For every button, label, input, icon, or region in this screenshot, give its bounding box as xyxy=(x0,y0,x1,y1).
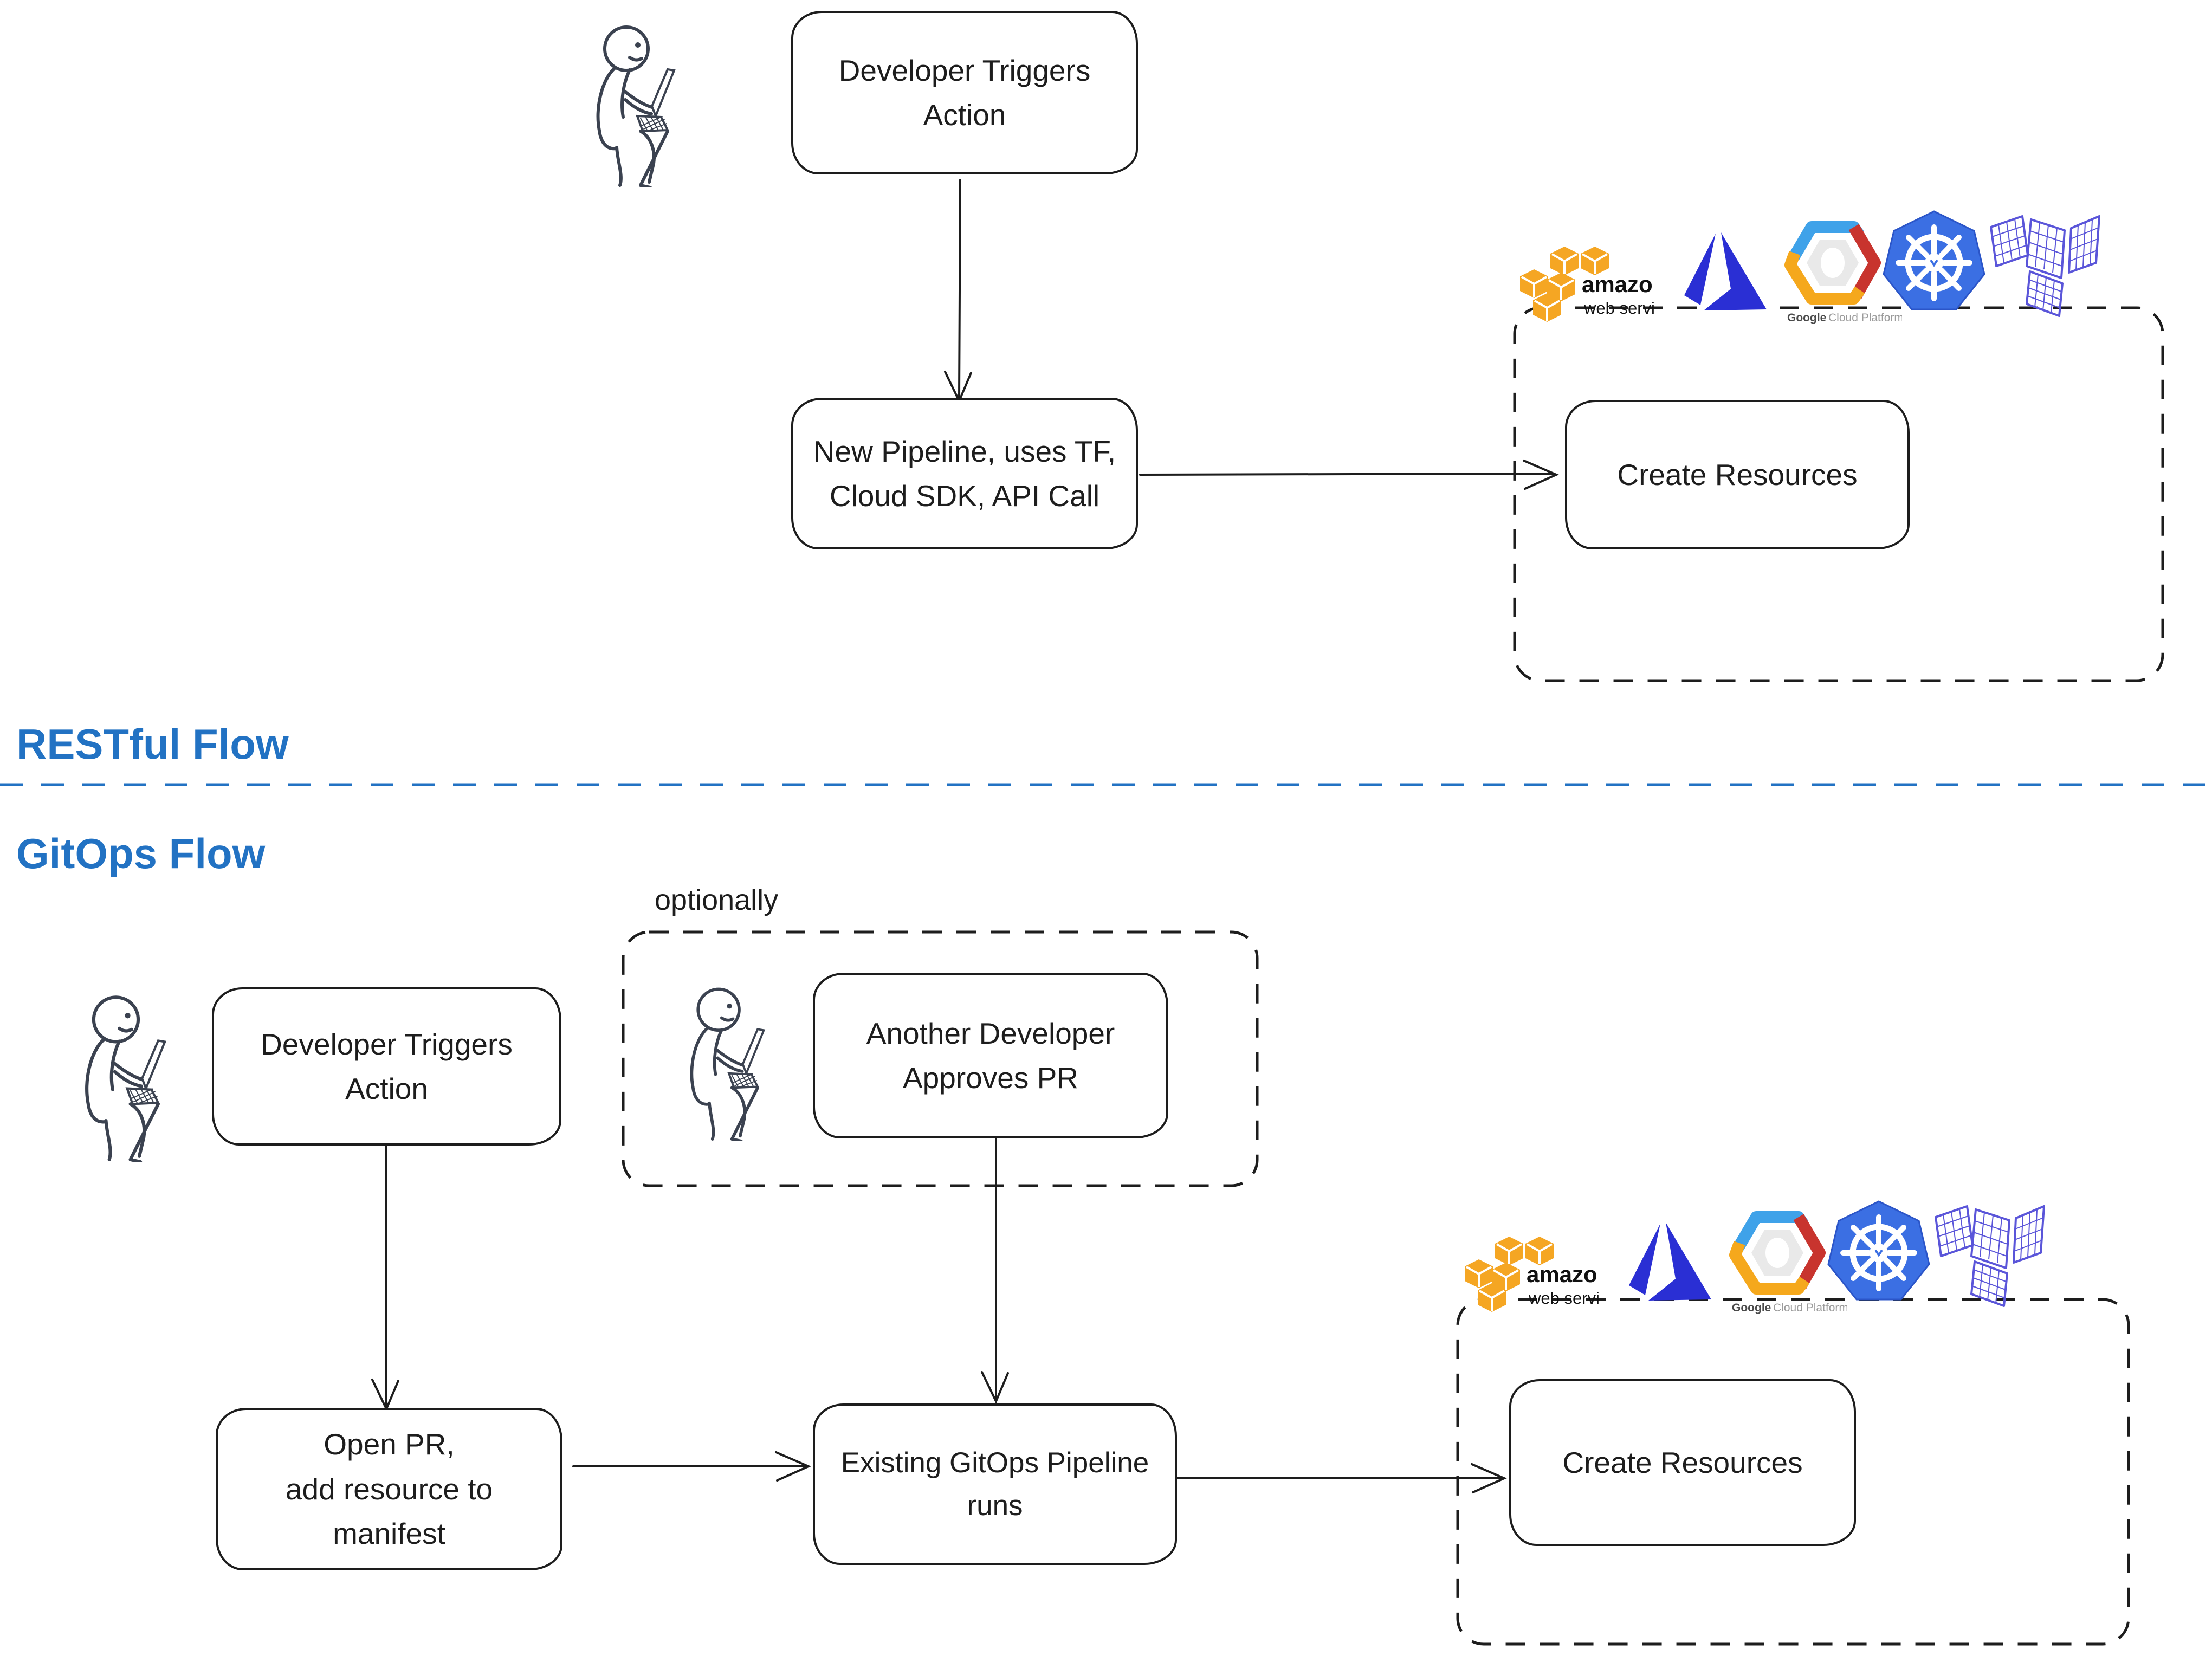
aws-cubes xyxy=(1520,247,1609,322)
gitops-cloud-logos: amazon web services Google Cloud Platfor… xyxy=(1461,1199,2057,1318)
gitops-flow-title: GitOps Flow xyxy=(16,830,266,877)
developer-figure-icon xyxy=(85,995,167,1162)
restful-pipeline-label: New Pipeline, uses TF, Cloud SDK, API Ca… xyxy=(813,434,1116,513)
developer-figure-icon xyxy=(596,25,676,187)
aws-icon: amazon web services xyxy=(1465,1237,1599,1312)
gitops-create-resources-box: Create Resources xyxy=(1509,1379,1856,1546)
restful-pipeline-box: New Pipeline, uses TF, Cloud SDK, API Ca… xyxy=(791,398,1138,549)
gitops-open-pr-label: Open PR, add resource to manifest xyxy=(285,1427,493,1551)
gitops-approver-label: Another Developer Approves PR xyxy=(866,1016,1115,1095)
optionally-label: optionally xyxy=(655,884,779,916)
terraform-icon xyxy=(1990,215,2100,317)
kubernetes-icon xyxy=(1827,1200,1930,1301)
arrow-approver-to-gitops-pipeline xyxy=(981,1138,1009,1404)
restful-cloud-dashed-container xyxy=(1513,306,2164,682)
arrow-dev-to-new-pipeline xyxy=(944,179,972,404)
aws-subtext: web services xyxy=(1583,299,1654,318)
arrow-gitops-pipeline-to-create-resources xyxy=(1170,1463,1507,1493)
gcp-platform-text: Cloud Platform xyxy=(1828,312,1902,324)
arrow-dev-to-open-pr xyxy=(371,1144,399,1412)
gitops-create-resources-label: Create Resources xyxy=(1562,1445,1803,1479)
gitops-pipeline-label: Existing GitOps Pipeline runs xyxy=(840,1446,1149,1522)
gitops-cloud-dashed-container xyxy=(1456,1298,2130,1646)
aws-wordmark: amazon xyxy=(1582,271,1654,297)
gitops-dev-action-label: Developer Triggers Action xyxy=(261,1027,513,1106)
gcp-icon: Google Cloud Platform xyxy=(1729,1211,1847,1314)
optionally-dashed-container xyxy=(622,930,1259,1187)
gitops-approver-box: Another Developer Approves PR xyxy=(813,973,1168,1138)
aws-subtext: web services xyxy=(1528,1289,1599,1308)
gitops-pipeline-box: Existing GitOps Pipeline runs xyxy=(813,1403,1177,1565)
azure-icon xyxy=(1684,232,1767,310)
gcp-platform-text: Cloud Platform xyxy=(1773,1302,1847,1314)
restful-dev-action-label: Developer Triggers Action xyxy=(838,53,1091,132)
aws-icon: amazon web services xyxy=(1520,247,1654,322)
developer-figure-icon xyxy=(690,987,766,1141)
gitops-dev-action-box: Developer Triggers Action xyxy=(212,987,561,1146)
terraform-icon xyxy=(1935,1205,2045,1307)
gitops-open-pr-box: Open PR, add resource to manifest xyxy=(216,1408,562,1570)
arrow-new-pipeline-to-create-resources xyxy=(1139,460,1559,490)
gcp-google-text: Google xyxy=(1787,312,1826,324)
kubernetes-icon xyxy=(1883,210,1985,310)
restful-flow-title: RESTful Flow xyxy=(16,720,289,768)
gcp-google-text: Google xyxy=(1732,1302,1771,1314)
restful-cloud-logos: amazon web services Google Cloud Platfor… xyxy=(1516,209,2112,328)
gcp-icon: Google Cloud Platform xyxy=(1784,221,1902,324)
aws-wordmark: amazon xyxy=(1527,1262,1599,1287)
restful-create-resources-box: Create Resources xyxy=(1565,400,1910,549)
arrow-open-pr-to-gitops-pipeline xyxy=(572,1451,811,1482)
aws-cubes xyxy=(1465,1237,1554,1312)
restful-dev-action-box: Developer Triggers Action xyxy=(791,11,1138,174)
restful-create-resources-label: Create Resources xyxy=(1617,457,1858,491)
azure-icon xyxy=(1629,1222,1711,1301)
